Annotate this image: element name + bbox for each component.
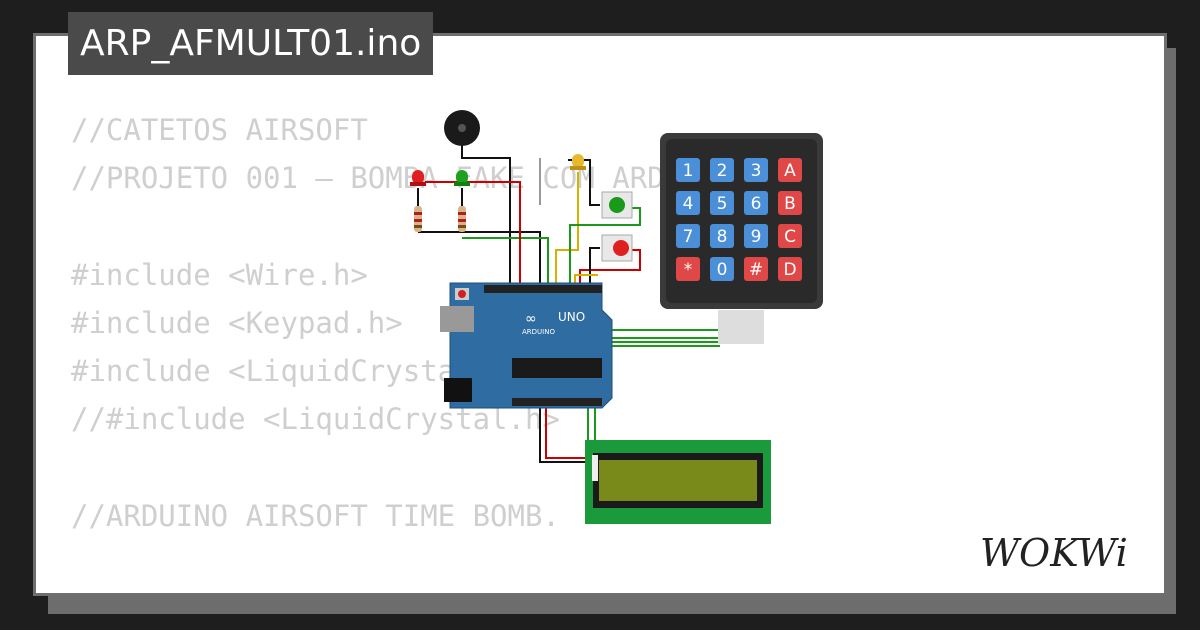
keypad-key-label: 6 — [751, 194, 762, 214]
keypad-key-A[interactable]: A — [778, 158, 802, 182]
keypad-key-#[interactable]: # — [744, 257, 768, 281]
lcd-1602 — [585, 440, 771, 524]
resistor-icon — [414, 206, 422, 232]
keypad-key-label: D — [783, 260, 796, 280]
led-yellow-icon — [570, 154, 586, 170]
project-title[interactable]: ARP_AFMULT01.ino — [68, 12, 434, 75]
keypad-keys: 1 2 3 A 4 5 6 B 7 8 9 C * 0 # D — [676, 158, 802, 281]
keypad-key-label: 3 — [751, 161, 762, 181]
led-green-icon — [454, 170, 470, 186]
keypad-key-label: 8 — [717, 227, 728, 247]
code-line: #include <Wire.h> — [71, 257, 368, 292]
keypad-key-7[interactable]: 7 — [676, 224, 700, 248]
keypad-key-label: 0 — [717, 260, 728, 280]
keypad-key-label: C — [784, 227, 796, 247]
keypad-key-label: * — [684, 260, 693, 280]
wokwi-logo-text: WOKWi — [980, 531, 1128, 574]
keypad-key-*[interactable]: * — [676, 257, 700, 281]
keypad-key-D[interactable]: D — [778, 257, 802, 281]
keypad-key-6[interactable]: 6 — [744, 191, 768, 215]
arduino-model-label: UNO — [558, 310, 585, 324]
resistor-icon — [458, 206, 466, 232]
keypad-key-label: 5 — [717, 194, 728, 214]
pushbutton-green[interactable] — [601, 191, 633, 219]
keypad-key-label: 4 — [683, 194, 694, 214]
pushbutton-red[interactable] — [601, 234, 633, 262]
keypad-key-9[interactable]: 9 — [744, 224, 768, 248]
code-line: //ARDUINO AIRSOFT TIME BOMB. — [71, 498, 560, 533]
keypad-key-8[interactable]: 8 — [710, 224, 734, 248]
keypad-key-3[interactable]: 3 — [744, 158, 768, 182]
keypad-key-label: 2 — [717, 161, 728, 181]
code-line: //CATETOS AIRSOFT — [71, 113, 368, 147]
keypad-key-label: # — [749, 260, 763, 280]
keypad-key-label: 9 — [751, 227, 762, 247]
arduino-uno-board: ∞ ARDUINO UNO — [440, 282, 613, 409]
keypad-key-label: 7 — [683, 227, 694, 247]
keypad-key-5[interactable]: 5 — [710, 191, 734, 215]
wokwi-logo: WOKWi — [980, 531, 1128, 574]
arduino-brand-label: ARDUINO — [522, 328, 555, 336]
keypad-key-label: 1 — [683, 161, 694, 181]
keypad-key-B[interactable]: B — [778, 191, 802, 215]
keypad-key-4[interactable]: 4 — [676, 191, 700, 215]
keypad-4x4: 1 2 3 A 4 5 6 B 7 8 9 C * 0 # D — [660, 133, 823, 344]
keypad-key-2[interactable]: 2 — [710, 158, 734, 182]
led-red-icon — [410, 170, 426, 186]
arduino-logo: ∞ — [525, 311, 537, 327]
keypad-key-C[interactable]: C — [778, 224, 802, 248]
keypad-key-0[interactable]: 0 — [710, 257, 734, 281]
keypad-key-label: A — [784, 161, 796, 181]
code-line: #include <Keypad.h> — [71, 305, 403, 340]
keypad-key-1[interactable]: 1 — [676, 158, 700, 182]
buzzer-icon — [444, 110, 480, 146]
keypad-key-label: B — [784, 194, 796, 214]
